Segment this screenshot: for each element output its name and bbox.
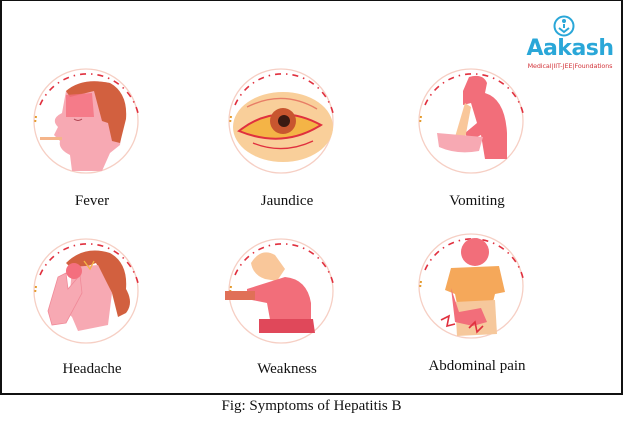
vomiting-person-icon: [418, 68, 524, 174]
weak-person-icon: [225, 238, 334, 344]
symptom-headache: Headache: [22, 233, 162, 393]
symptom-fever: Fever: [22, 63, 162, 223]
yellow-eye-icon: [228, 68, 334, 174]
fever-face-thermometer-icon: [33, 68, 139, 174]
symptom-label: Vomiting: [449, 193, 505, 209]
symptom-label: Abdominal pain: [428, 358, 526, 374]
symptom-label: Fever: [74, 193, 110, 209]
logo-brand-text: Aakash: [526, 36, 614, 61]
figure-frame: Aakash Medical|IIT-JEE|Foundations Fever: [0, 0, 623, 395]
abdominal-pain-person-icon: [418, 233, 524, 339]
symptom-label: Jaundice: [260, 193, 314, 209]
symptom-label: Headache: [62, 361, 122, 377]
aakash-emblem-icon: [553, 15, 575, 37]
logo-tagline: Medical|IIT-JEE|Foundations: [527, 62, 613, 70]
symptom-abdominal-pain: Abdominal pain: [407, 228, 547, 388]
symptom-label: Weakness: [257, 361, 317, 377]
figure-caption: Fig: Symptoms of Hepatitis B: [221, 398, 402, 414]
headache-person-icon: [33, 238, 139, 344]
symptom-vomiting: Vomiting: [407, 63, 547, 223]
symptom-jaundice: Jaundice: [217, 63, 357, 223]
symptom-weakness: Weakness: [217, 233, 357, 393]
aakash-logo: Aakash Medical|IIT-JEE|Foundations: [520, 15, 620, 75]
